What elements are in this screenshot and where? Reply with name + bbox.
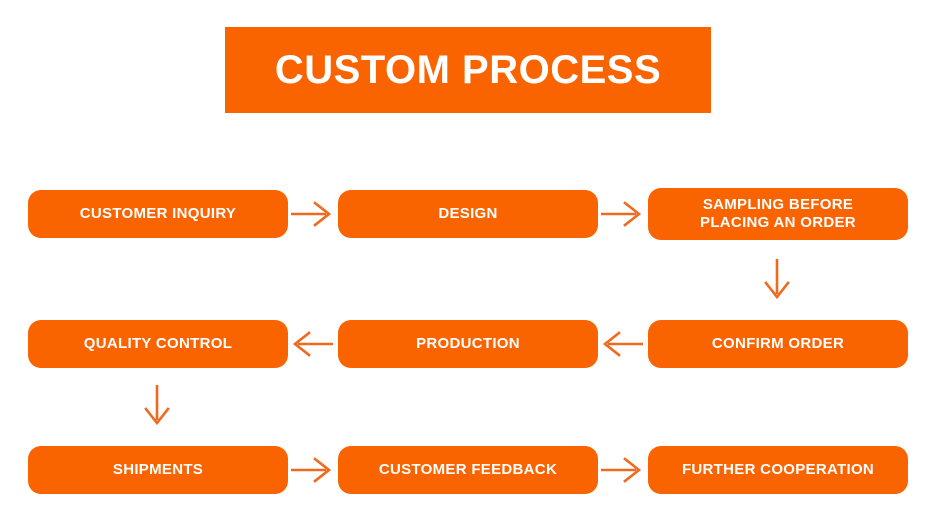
node-label: CONFIRM ORDER <box>711 335 845 353</box>
process-node-design[interactable]: DESIGN <box>338 190 598 238</box>
process-node-shipments[interactable]: SHIPMENTS <box>28 446 288 494</box>
process-node-sampling-before-placing-an-order[interactable]: SAMPLING BEFORE PLACING AN ORDER <box>648 188 908 240</box>
arrow-right-icon <box>290 198 334 230</box>
node-label: CUSTOMER INQUIRY <box>79 205 237 223</box>
node-label: FURTHER COOPERATION <box>681 461 875 479</box>
node-label: CUSTOMER FEEDBACK <box>378 461 558 479</box>
node-label: PRODUCTION <box>416 335 520 353</box>
node-label: SHIPMENTS <box>112 461 204 479</box>
arrow-right-icon <box>600 198 644 230</box>
title-banner: CUSTOM PROCESS <box>225 27 711 113</box>
arrow-down-icon <box>140 384 174 428</box>
process-node-customer-feedback[interactable]: CUSTOMER FEEDBACK <box>338 446 598 494</box>
page-title: CUSTOM PROCESS <box>274 48 662 92</box>
node-label-line-1: SAMPLING BEFORE <box>702 196 854 214</box>
process-node-customer-inquiry[interactable]: CUSTOMER INQUIRY <box>28 190 288 238</box>
node-label-line-2: PLACING AN ORDER <box>700 214 856 231</box>
process-node-quality-control[interactable]: QUALITY CONTROL <box>28 320 288 368</box>
process-node-production[interactable]: PRODUCTION <box>338 320 598 368</box>
flow-row-3: SHIPMENTS CUSTOMER FEEDBACK FURTHER COOP… <box>0 444 945 496</box>
arrow-right-icon <box>290 454 334 486</box>
flow-row-1: CUSTOMER INQUIRY DESIGN SAMPLING BEFORE … <box>0 188 945 240</box>
arrow-left-icon <box>290 328 334 360</box>
flow-row-2: QUALITY CONTROL PRODUCTION CONFIRM ORDER <box>0 318 945 370</box>
process-node-confirm-order[interactable]: CONFIRM ORDER <box>648 320 908 368</box>
node-label: SAMPLING BEFORE PLACING AN ORDER <box>700 196 856 231</box>
node-label: DESIGN <box>438 205 498 223</box>
arrow-right-icon <box>600 454 644 486</box>
arrow-left-icon <box>600 328 644 360</box>
node-label: QUALITY CONTROL <box>83 335 233 353</box>
process-node-further-cooperation[interactable]: FURTHER COOPERATION <box>648 446 908 494</box>
arrow-down-icon <box>760 258 794 302</box>
